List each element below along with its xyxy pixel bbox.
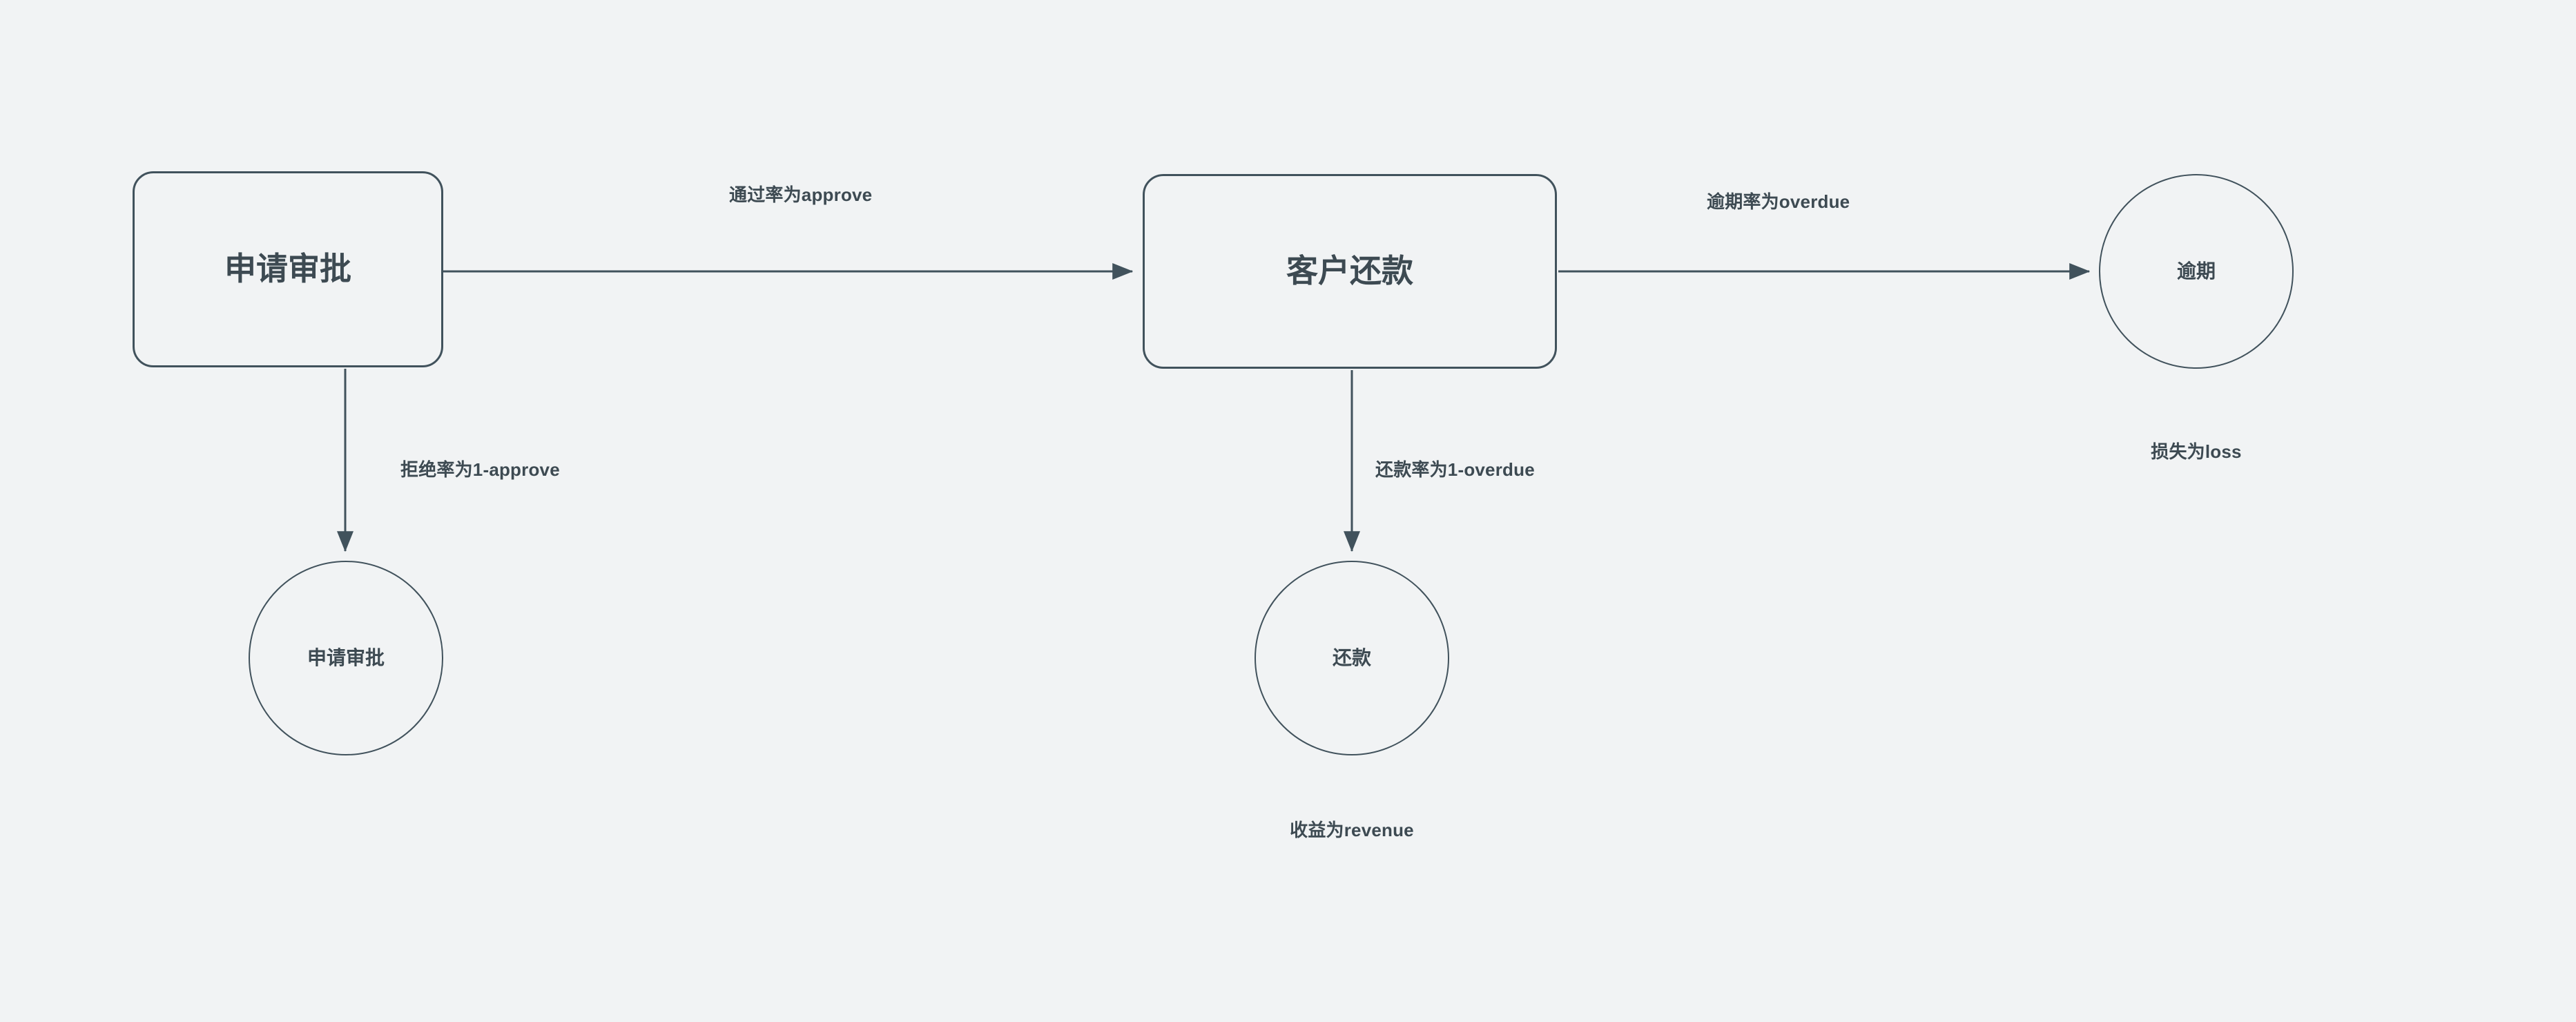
node-label: 逾期 [2176, 260, 2216, 282]
caption-revenue: 收益为revenue [1290, 820, 1414, 840]
node-label: 还款 [1332, 647, 1371, 669]
edge-label-repay-rate: 还款率为1-overdue [1375, 459, 1535, 480]
node-label: 申请审批 [224, 251, 351, 287]
edge-label-overdue-rate: 逾期率为overdue [1707, 191, 1850, 212]
node-apply-approval-process[interactable]: 申请审批 [133, 171, 443, 367]
caption-loss: 损失为loss [2151, 441, 2242, 462]
node-repaid[interactable]: 还款 [1255, 561, 1449, 755]
node-apply-rejected[interactable]: 申请审批 [249, 561, 443, 755]
node-label: 客户还款 [1286, 253, 1413, 289]
edge-label-approve-rate: 通过率为approve [729, 184, 873, 205]
node-customer-repayment[interactable]: 客户还款 [1143, 174, 1557, 369]
edge-label-reject-rate: 拒绝率为1-approve [400, 459, 560, 480]
node-overdue[interactable]: 逾期 [2099, 174, 2294, 369]
node-label: 申请审批 [307, 647, 385, 669]
